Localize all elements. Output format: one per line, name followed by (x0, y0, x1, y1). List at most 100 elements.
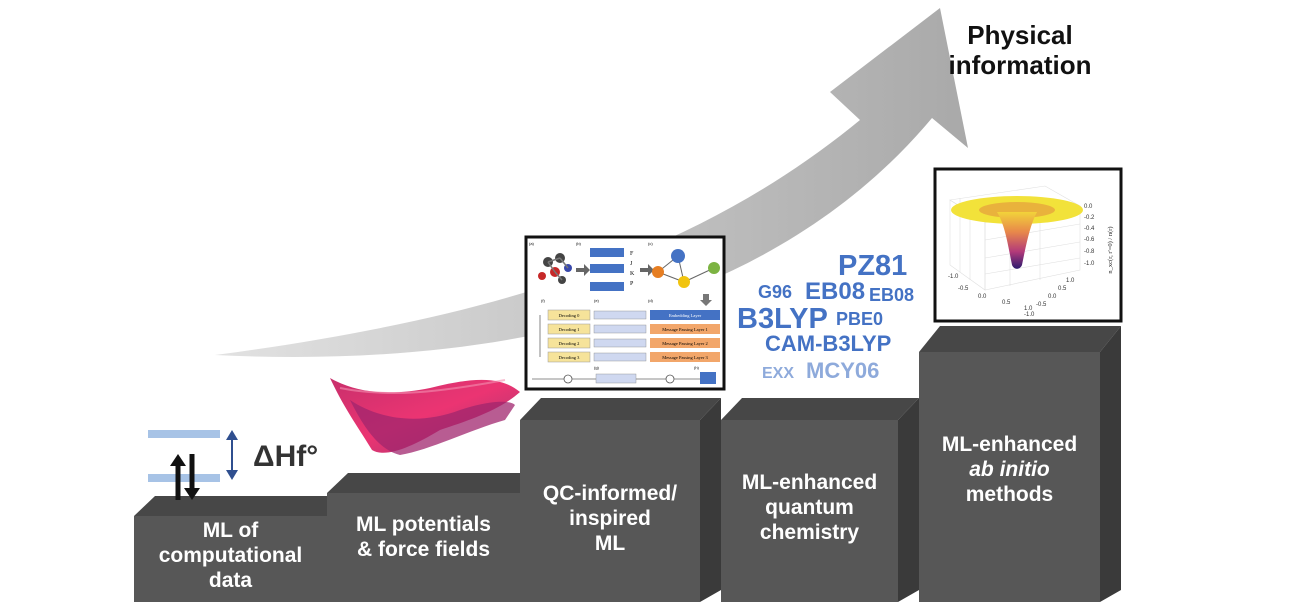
step-5-line-1: ML-enhanced (941, 433, 1078, 456)
decoding-label-0: Decoding 0 (559, 313, 581, 318)
orbital-box (590, 264, 624, 273)
z-tick: -0.4 (1084, 226, 1095, 232)
funnel-surface (951, 196, 1083, 269)
panel-label-b: (b) (576, 241, 582, 246)
step-4-line-1: ML-enhanced (741, 471, 878, 494)
op-label-3: P (630, 281, 634, 287)
step-4-line-3: chemistry (759, 521, 860, 544)
panel-label-d: (d) (648, 298, 654, 303)
functional-eb08-small: EB08 (869, 285, 915, 305)
step-block-4 (721, 398, 919, 602)
decoding-row-1: Decoding 1 Message Passing Layer 1 (547, 323, 720, 335)
xc-hole-plot-inset: 0.0 -0.2 -0.4 -0.6 -0.8 -1.0 -1.0 -0.5 0… (933, 167, 1123, 323)
down-arrow-icon (700, 294, 712, 306)
x-tick: -0.5 (958, 286, 969, 292)
step-5-line-2: ab initio (969, 458, 1050, 481)
functional-pz81: PZ81 (838, 250, 908, 282)
decoding-row-2: Decoding 2 Message Passing Layer 2 (547, 337, 720, 349)
z-tick: 0.0 (1084, 204, 1093, 210)
op-label-1: J (630, 261, 633, 267)
panel-label-e: (e) (594, 298, 600, 303)
step-2-label: ML potentials & force fields (327, 512, 520, 562)
y-tick: -1.0 (1024, 312, 1035, 318)
panel-label-h: (h) (694, 365, 700, 370)
step-block-5 (919, 326, 1121, 602)
decoding-label-3: Decoding 3 (559, 355, 581, 360)
z-tick: -0.6 (1084, 237, 1095, 243)
panel-label-a: (a) (529, 241, 535, 246)
z-axis-label: n_xc(r, r'=0) / n(r) (1107, 226, 1114, 273)
step-block-1 (134, 496, 348, 602)
y-tick: 0.0 (1048, 294, 1057, 300)
step-2-line-1: ML potentials (356, 513, 491, 536)
title-line-1: Physical (967, 20, 1073, 50)
panel-label-c: (c) (648, 241, 653, 246)
step-3-label: QC-informed/ inspired ML (520, 481, 700, 556)
x-tick: 0.0 (978, 294, 987, 300)
step-1-line-1: ML of (202, 519, 259, 542)
step-3-line-3: ML (594, 532, 626, 555)
step-3-line-1: QC-informed/ (542, 482, 678, 505)
functional-eb08-large: EB08 (805, 278, 866, 305)
decoding-label-1: Decoding 1 (559, 327, 580, 332)
functional-b3lyp: B3LYP (737, 303, 828, 335)
layer-label-1: Message Passing Layer 1 (662, 327, 708, 332)
functional-cam-b3lyp: CAM-B3LYP (765, 331, 892, 356)
functional-exx: EXX (762, 365, 795, 382)
layer-label-0: Embedding Layer (669, 313, 702, 318)
y-axis-ticks: 1.0 0.5 0.0 -0.5 -1.0 (1024, 278, 1075, 318)
physical-information-title: Physical information (930, 20, 1110, 80)
step-4-label: ML-enhanced quantum chemistry (721, 470, 898, 545)
op-label-0: F (630, 251, 634, 257)
sum-node-icon (665, 374, 675, 384)
sum-node-icon (563, 374, 573, 384)
y-tick: 0.5 (1058, 286, 1067, 292)
potential-energy-surface (330, 378, 520, 455)
panel-label-g: (g) (594, 365, 600, 370)
layer-label-3: Message Passing Layer 3 (662, 355, 708, 360)
graph-icon (652, 249, 720, 288)
sum-row (532, 372, 716, 384)
step-5-label: ML-enhanced ab initio methods (919, 432, 1100, 507)
orbital-box (590, 248, 624, 257)
energy-level-diagram (148, 430, 238, 500)
z-tick: -0.8 (1084, 249, 1095, 255)
double-arrow-icon (226, 430, 238, 480)
z-axis-ticks: 0.0 -0.2 -0.4 -0.6 -0.8 -1.0 (1084, 204, 1095, 267)
functional-mcy06: MCY06 (806, 358, 880, 383)
z-tick: -1.0 (1084, 261, 1095, 267)
decoding-label-2: Decoding 2 (559, 341, 580, 346)
panel-label-f: (f) (541, 298, 545, 303)
delta-h-label: ΔHf° (253, 440, 319, 473)
x-tick: -1.0 (948, 274, 959, 280)
y-tick: 1.0 (1066, 278, 1075, 284)
arrow-icon (640, 264, 654, 276)
step-4-line-2: quantum (765, 496, 854, 519)
decoding-row-0: Decoding 0 Embedding Layer (547, 309, 720, 321)
lower-level-bar (148, 474, 220, 482)
decoding-row-3: Decoding 3 Message Passing Layer 3 (547, 351, 720, 363)
step-3-line-2: inspired (569, 507, 651, 530)
x-tick: 1.0 (1024, 306, 1033, 312)
layer-label-2: Message Passing Layer 2 (662, 341, 708, 346)
step-1-line-2: computational (158, 544, 303, 567)
x-tick: 0.5 (1002, 300, 1011, 306)
molecule-icon (538, 253, 572, 284)
step-block-3 (520, 398, 721, 602)
title-line-2: information (948, 50, 1092, 80)
upper-level-bar (148, 430, 220, 438)
step-1-line-3: data (208, 569, 253, 592)
electron-spin-pair-icon (170, 454, 200, 500)
functional-g96: G96 (758, 282, 793, 302)
op-label-2: K (630, 271, 635, 277)
step-1-label: ML of computational data (134, 518, 327, 593)
step-2-line-2: & force fields (356, 538, 491, 561)
z-tick: -0.2 (1084, 215, 1095, 221)
y-tick: -0.5 (1036, 302, 1047, 308)
step-5-line-3: methods (965, 483, 1054, 506)
orbital-box (590, 282, 624, 291)
x-axis-ticks: -1.0 -0.5 0.0 0.5 1.0 (948, 274, 1033, 312)
network-architecture-inset: F J K P (a) (b) (c) (d) (e) (f) (g) (h) … (524, 235, 726, 391)
functional-pbe0: PBE0 (836, 309, 884, 329)
